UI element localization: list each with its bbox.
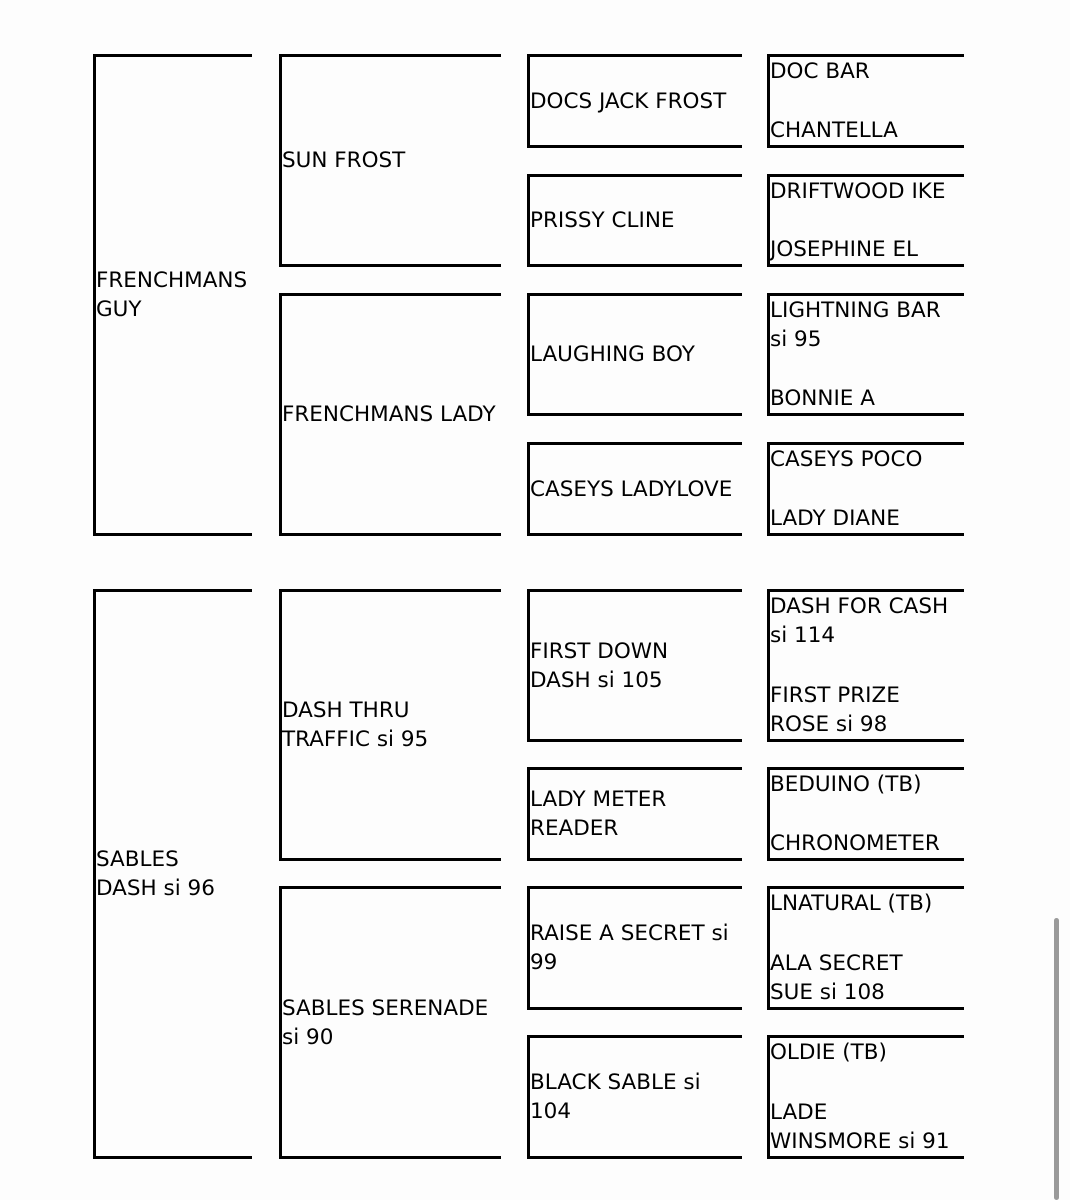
gen4-dam-2: JOSEPHINE EL — [770, 237, 919, 262]
pedigree-dam-box: SABLES DASH si 96 — [93, 589, 252, 1159]
gen3-name-7: RAISE A SECRET si 99 — [530, 921, 736, 975]
gen4-sire-7: LNATURAL (TB) — [770, 891, 933, 916]
gen4-sire-3: LIGHTNING BAR si 95 — [770, 298, 948, 352]
gen3-box-3: LAUGHING BOY — [527, 293, 742, 416]
gen3-box-5: FIRST DOWN DASH si 105 — [527, 589, 742, 742]
gen2-name-3: DASH THRU TRAFFIC si 95 — [282, 698, 429, 752]
gen3-name-6: LADY METER READER — [530, 787, 674, 841]
gen3-box-6: LADY METER READER — [527, 767, 742, 861]
gen4-box-1: DOC BAR CHANTELLA — [767, 54, 964, 148]
gen4-dam-3: BONNIE A — [770, 386, 875, 411]
gen4-sire-4: CASEYS POCO — [770, 447, 923, 472]
gen2-box-1: SUN FROST — [279, 54, 501, 267]
gen4-sire-8: OLDIE (TB) — [770, 1040, 887, 1065]
gen3-name-3: LAUGHING BOY — [530, 342, 695, 367]
gen3-name-5: FIRST DOWN DASH si 105 — [530, 638, 675, 693]
gen4-dam-1: CHANTELLA — [770, 118, 898, 143]
gen3-name-8: BLACK SABLE si 104 — [530, 1070, 708, 1124]
gen2-name-2: FRENCHMANS LADY — [282, 402, 496, 427]
gen2-box-3: DASH THRU TRAFFIC si 95 — [279, 589, 501, 861]
gen2-name-4: SABLES SERENADE si 90 — [282, 995, 496, 1050]
gen4-dam-5: FIRST PRIZE ROSE si 98 — [770, 683, 907, 737]
gen3-box-8: BLACK SABLE si 104 — [527, 1035, 742, 1159]
gen3-box-7: RAISE A SECRET si 99 — [527, 886, 742, 1010]
dam-name: SABLES DASH si 96 — [96, 847, 215, 901]
sire-name: FRENCHMANS GUY — [96, 268, 254, 322]
gen4-dam-6: CHRONOMETER — [770, 831, 940, 856]
gen3-name-4: CASEYS LADYLOVE — [530, 476, 733, 502]
gen4-box-7: LNATURAL (TB) ALA SECRET SUE si 108 — [767, 886, 964, 1010]
gen3-name-2: PRISSY CLINE — [530, 208, 675, 233]
gen4-box-4: CASEYS POCO LADY DIANE — [767, 442, 964, 536]
vertical-scrollbar[interactable] — [1054, 918, 1059, 1200]
gen3-box-4: CASEYS LADYLOVE — [527, 442, 742, 536]
gen4-box-5: DASH FOR CASH si 114 FIRST PRIZE ROSE si… — [767, 589, 964, 742]
gen4-dam-8: LADE WINSMORE si 91 — [770, 1100, 950, 1154]
gen4-box-2: DRIFTWOOD IKE JOSEPHINE EL — [767, 174, 964, 267]
gen4-sire-2: DRIFTWOOD IKE — [770, 179, 946, 204]
gen4-dam-4: LADY DIANE — [770, 506, 900, 531]
gen4-box-8: OLDIE (TB) LADE WINSMORE si 91 — [767, 1035, 964, 1159]
gen4-box-3: LIGHTNING BAR si 95 BONNIE A — [767, 293, 964, 416]
gen3-name-1: DOCS JACK FROST — [530, 88, 727, 114]
gen2-name-1: SUN FROST — [282, 148, 406, 173]
gen2-box-4: SABLES SERENADE si 90 — [279, 886, 501, 1159]
gen4-sire-5: DASH FOR CASH si 114 — [770, 594, 955, 648]
gen2-box-2: FRENCHMANS LADY — [279, 293, 501, 536]
gen4-sire-6: BEDUINO (TB) — [770, 772, 922, 797]
pedigree-sire-box: FRENCHMANS GUY — [93, 54, 252, 536]
gen4-dam-7: ALA SECRET SUE si 108 — [770, 951, 910, 1005]
gen3-box-1: DOCS JACK FROST — [527, 54, 742, 148]
gen4-box-6: BEDUINO (TB) CHRONOMETER — [767, 767, 964, 861]
gen4-sire-1: DOC BAR — [770, 59, 870, 84]
gen3-box-2: PRISSY CLINE — [527, 174, 742, 267]
